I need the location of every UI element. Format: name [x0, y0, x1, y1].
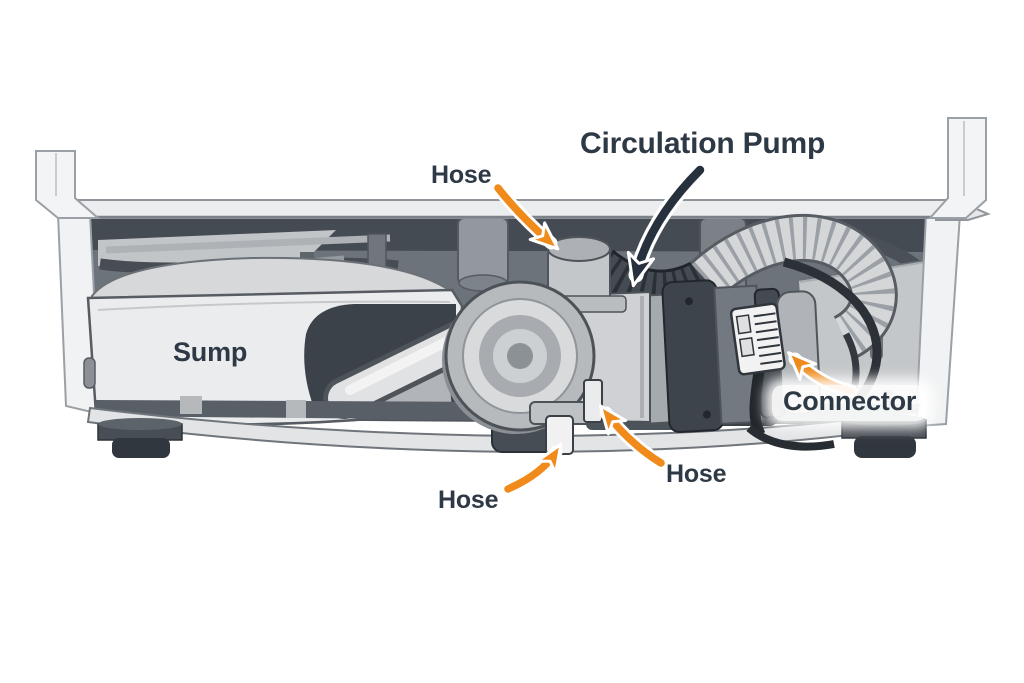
arrow-hose-bottom-center — [598, 404, 668, 470]
circulation-pump-assembly — [442, 236, 835, 455]
label-hose-top: Hose — [431, 161, 492, 189]
arrow-hose-top — [491, 181, 560, 251]
electrical-connector — [729, 302, 786, 438]
label-circulation-pump: Circulation Pump — [580, 127, 826, 160]
arrow-circulation-pump — [626, 162, 708, 288]
label-connector: Connector — [772, 385, 928, 421]
left-foot — [97, 418, 183, 458]
label-hose-bottom-center: Hose — [666, 460, 727, 488]
label-hose-bottom-left: Hose — [438, 486, 499, 514]
arrow-hose-bottom-left — [501, 442, 563, 496]
right-foot — [841, 414, 927, 458]
sump-assembly — [83, 256, 503, 426]
label-sump: Sump — [173, 337, 248, 367]
